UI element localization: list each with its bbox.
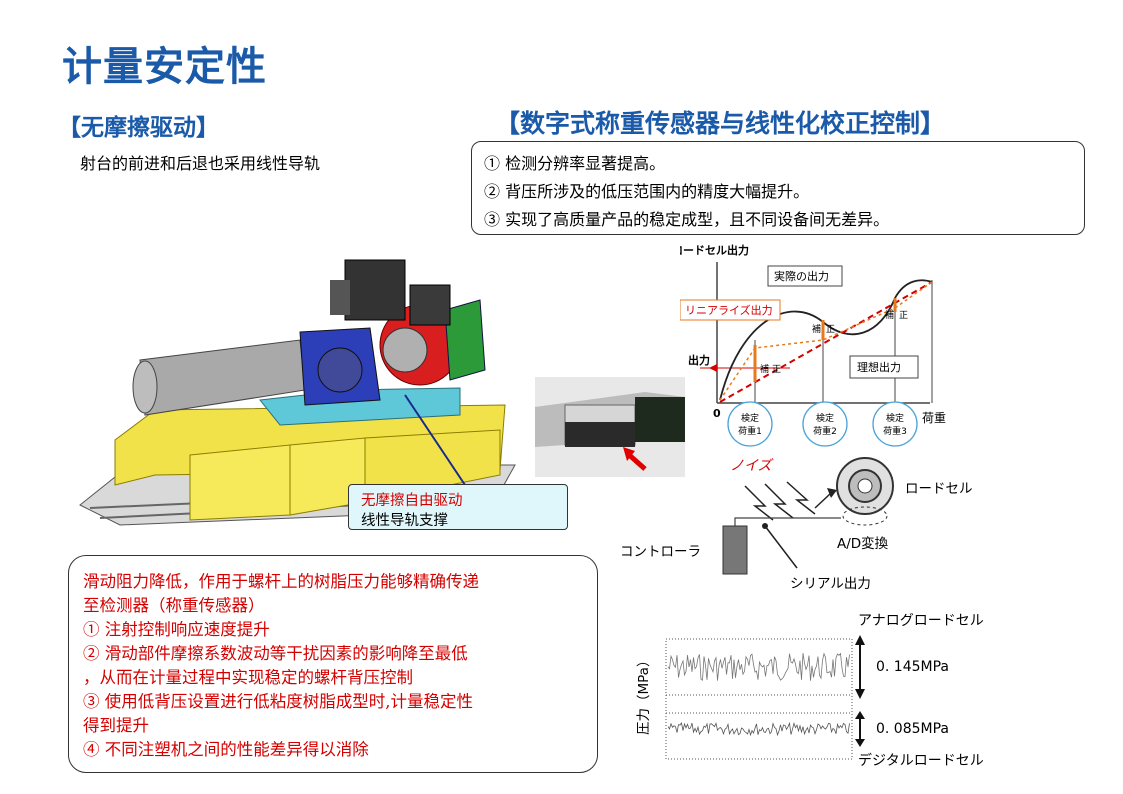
benefit-line: 得到提升 [83,716,149,735]
digital-range: 0. 085MPa [876,721,949,737]
right-section-heading: 【数字式称重传感器与线性化校正控制】 [495,109,946,138]
check-load-1-line2: 荷重1 [738,425,762,437]
correction-char: 正 [826,325,835,335]
callout-line-1: 无摩擦自由驱动 [361,493,463,509]
check-load-2-line2: 荷重2 [813,425,837,437]
benefit-line: ① 注射控制响应速度提升 [83,620,270,639]
digital-series [667,721,850,737]
noise-label: ノイズ [730,458,774,474]
check-load-1-line1: 検定 [741,412,759,424]
benefits-box: 滑动阻力降低，作用于螺杆上的树脂压力能够精确传递 至检测器（称重传感器） ① 注… [68,555,598,773]
callout-line-2: 线性导轨支撑 [361,513,448,529]
benefit-line: ④ 不同注塑机之间的性能差异得以消除 [83,740,369,759]
point-2: ② 背压所涉及的低压范围内的精度大幅提升。 [484,182,810,201]
benefit-line: 滑动阻力降低，作用于螺杆上的树脂压力能够精确传递 [83,572,479,591]
callout-box: 无摩擦自由驱动 线性导轨支撑 [348,484,568,530]
correction-char: 補 [812,323,821,335]
chart-x-label: 荷重 [922,411,946,425]
points-box: ① 检测分辨率显著提高。 ② 背压所涉及的低压范围内的精度大幅提升。 ③ 实现了… [471,141,1085,235]
serial-output-label: シリアル出力 [790,576,871,592]
correction-char: 補 [760,363,769,375]
analog-series [667,652,850,681]
analog-range: 0. 145MPa [876,659,949,675]
actual-output-label: 実際の出力 [774,269,829,283]
linearize-label: リニアライズ出力 [685,303,773,317]
correction-char: 正 [899,311,908,321]
benefit-line: 至检测器（称重传感器） [83,596,265,615]
analog-label: アナログロードセル [858,613,984,629]
ad-label: A/D変換 [837,535,889,552]
correction-char: 正 [772,365,781,375]
check-load-2-line1: 検定 [816,412,834,424]
benefit-line: ，从而在计量过程中实现稳定的螺杆背压控制 [83,668,413,687]
left-section-heading: 【无摩擦驱动】 [58,115,219,141]
point-1: ① 检测分辨率显著提高。 [484,154,666,173]
controller-label: コントローラ [620,544,701,560]
ideal-output-label: 理想出力 [857,360,901,374]
linearize-chart: ロードセル出力 0 荷重 出力 補 正 補 正 補 正 実際の出力 リニアライズ… [680,243,946,447]
analog-series-line [667,652,850,681]
loadcell-diagram: ノイズ ロードセル A/D変換 コントローラ シリアル出力 [620,457,973,592]
check-load-3-line2: 荷重3 [883,425,907,437]
chart-y-label: ロードセル出力 [680,243,749,257]
page-title: 计量安定性 [62,44,267,90]
digital-label: デジタルロードセル [858,752,984,769]
chart-origin: 0 [713,407,721,420]
loadcell-label: ロードセル [905,481,973,497]
pressure-chart: 圧力（MPa） アナログロードセル デジタルロードセル 0. 145MPa 0.… [636,613,984,769]
correction-char: 補 [885,309,894,321]
benefit-line: ③ 使用低背压设置进行低粘度树脂成型时,计量稳定性 [83,692,473,711]
left-section-description: 射台的前进和后退也采用线性导轨 [80,154,321,173]
pressure-ylabel: 圧力（MPa） [636,654,652,735]
point-3: ③ 实现了高质量产品的稳定成型，且不同设备间无差异。 [484,210,890,229]
loadcell-photo [535,377,685,477]
check-load-3-line1: 検定 [886,412,904,424]
chart-output-label: 出力 [688,353,710,367]
benefit-line: ② 滑动部件摩擦系数波动等干扰因素的影响降至最低 [83,644,468,663]
digital-series-line [667,721,850,737]
